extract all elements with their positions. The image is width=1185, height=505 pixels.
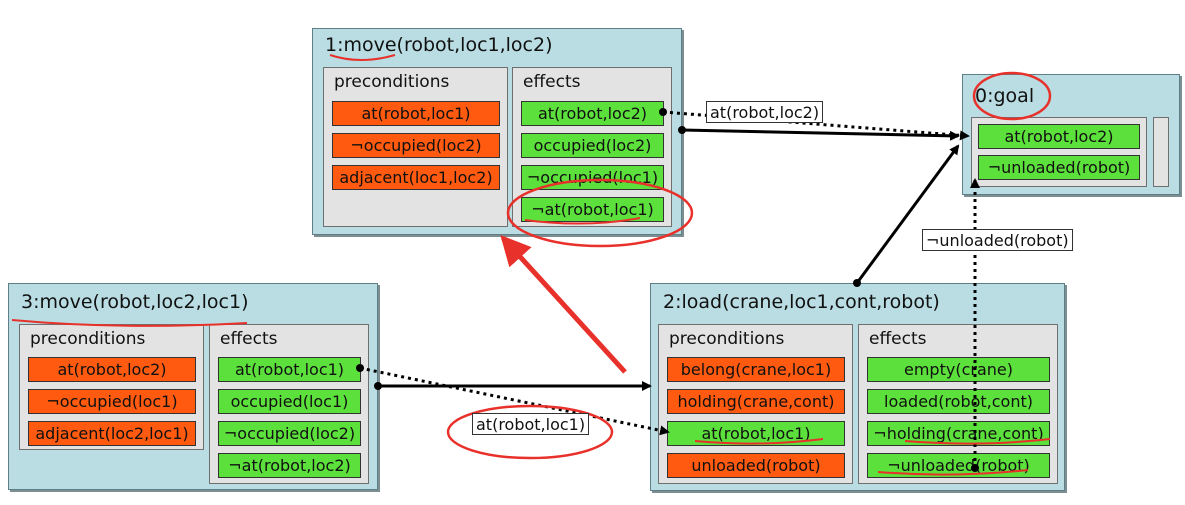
precondition-literal[interactable]: belong(crane,loc1) — [667, 357, 845, 382]
effect-literal[interactable]: ¬at(robot,loc2) — [218, 453, 361, 478]
precondition-literal[interactable]: ¬occupied(loc2) — [332, 133, 500, 158]
precondition-literal[interactable]: unloaded(robot) — [667, 453, 845, 478]
preconditions-panel: preconditions at(robot,loc1) ¬occupied(l… — [323, 67, 508, 227]
goal-literal[interactable]: at(robot,loc2) — [978, 124, 1140, 149]
causal-link-label: ¬unloaded(robot) — [922, 229, 1073, 251]
effect-literal[interactable]: at(robot,loc2) — [521, 101, 664, 126]
effect-literal[interactable]: ¬occupied(loc2) — [218, 421, 361, 446]
effect-literal[interactable]: ¬at(robot,loc1) — [521, 197, 664, 222]
effect-literal[interactable]: ¬holding(crane,cont) — [867, 421, 1050, 446]
effect-literal[interactable]: loaded(robot,cont) — [867, 389, 1050, 414]
goal-literal[interactable]: ¬unloaded(robot) — [978, 155, 1140, 180]
action-title: 3:move(robot,loc2,loc1) — [21, 291, 249, 313]
precondition-literal[interactable]: at(robot,loc1) — [332, 101, 500, 126]
precondition-literal[interactable]: holding(crane,cont) — [667, 389, 845, 414]
preconditions-panel: preconditions belong(crane,loc1) holding… — [658, 324, 853, 484]
threat-arrow — [500, 235, 627, 374]
panel-title: preconditions — [334, 72, 450, 92]
effect-literal[interactable]: occupied(loc2) — [521, 133, 664, 158]
effect-literal[interactable]: ¬unloaded(robot) — [867, 453, 1050, 478]
ordering-edge — [681, 128, 960, 141]
precondition-literal[interactable]: at(robot,loc1) — [667, 421, 845, 446]
effects-panel: effects empty(crane) loaded(robot,cont) … — [858, 324, 1058, 484]
goal-conditions-panel: at(robot,loc2) ¬unloaded(robot) — [971, 117, 1147, 187]
ordering-edge — [855, 144, 960, 284]
effect-literal[interactable]: empty(crane) — [867, 357, 1050, 382]
action-load-2[interactable]: 2:load(crane,loc1,cont,robot) preconditi… — [650, 283, 1065, 491]
panel-title: effects — [869, 329, 927, 349]
precondition-literal[interactable]: at(robot,loc2) — [28, 357, 196, 382]
action-goal[interactable]: 0:goal at(robot,loc2) ¬unloaded(robot) — [962, 74, 1180, 195]
action-move-1[interactable]: 1:move(robot,loc1,loc2) preconditions at… — [312, 28, 682, 235]
effect-literal[interactable]: occupied(loc1) — [218, 389, 361, 414]
precondition-literal[interactable]: adjacent(loc2,loc1) — [28, 421, 196, 446]
action-title: 2:load(crane,loc1,cont,robot) — [663, 291, 940, 313]
preconditions-panel: preconditions at(robot,loc2) ¬occupied(l… — [19, 324, 204, 450]
precondition-literal[interactable]: ¬occupied(loc1) — [28, 389, 196, 414]
goal-side-panel — [1153, 117, 1169, 187]
panel-title: preconditions — [30, 329, 146, 349]
panel-title: effects — [220, 329, 278, 349]
effects-panel: effects at(robot,loc1) occupied(loc1) ¬o… — [209, 324, 369, 484]
causal-link-label: at(robot,loc1) — [472, 413, 590, 435]
causal-link-label: at(robot,loc2) — [706, 101, 824, 123]
effect-literal[interactable]: ¬occupied(loc1) — [521, 165, 664, 190]
effect-literal[interactable]: at(robot,loc1) — [218, 357, 361, 382]
panel-title: effects — [523, 72, 581, 92]
panel-title: preconditions — [669, 329, 785, 349]
action-move-3[interactable]: 3:move(robot,loc2,loc1) preconditions at… — [8, 283, 378, 490]
precondition-literal[interactable]: adjacent(loc1,loc2) — [332, 165, 500, 190]
action-title: 0:goal — [975, 85, 1035, 107]
effects-panel: effects at(robot,loc2) occupied(loc2) ¬o… — [512, 67, 672, 227]
action-title: 1:move(robot,loc1,loc2) — [325, 34, 553, 56]
